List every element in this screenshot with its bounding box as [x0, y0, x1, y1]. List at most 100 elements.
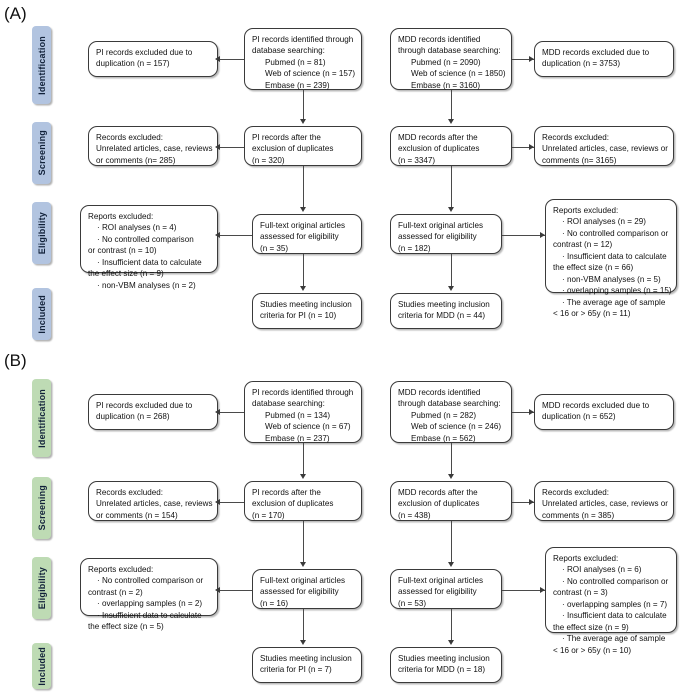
- box-text-line: contrast (n = 3): [553, 588, 608, 598]
- box-text-line: Reports excluded:: [88, 212, 154, 221]
- panel-a: (A) Identification Screening Eligibility…: [0, 0, 685, 345]
- box-text-line: · overlapping samples (n = 2): [97, 599, 203, 609]
- box-text-line: or contrast (n = 10): [88, 246, 157, 256]
- box-text-line: (n = 53): [398, 598, 427, 608]
- box-text-line: Unrelated articles, case, reviews: [96, 499, 213, 509]
- box-text-line: criteria for MDD (n = 44): [398, 311, 486, 321]
- box-pi-included-a: Studies meeting inclusion criteria for PI…: [252, 293, 362, 329]
- box-text-line: (n = 16): [260, 598, 289, 608]
- box-text-line: Unrelated articles, case, reviews: [96, 144, 213, 154]
- box-pi-fulltext-a: Full-text original articles assessed for …: [252, 214, 362, 254]
- box-text-line: exclusion of duplicates: [252, 499, 334, 509]
- box-text-line: · Insufficient data to calculate: [562, 611, 667, 621]
- box-text-line: duplication (n = 652): [542, 412, 616, 422]
- box-text-line: exclusion of duplicates: [398, 144, 480, 154]
- box-text-line: Embase (n = 562): [411, 433, 476, 443]
- box-text-line: PI records after the: [252, 133, 321, 142]
- box-text-line: Full-text original articles: [260, 221, 346, 230]
- box-text-line: · Insufficient data to calculate: [562, 251, 667, 261]
- stage-label: Screening: [36, 130, 47, 176]
- box-text-line: Reports excluded:: [88, 565, 154, 574]
- box-text-line: · overlapping samples (n = 15): [562, 286, 672, 296]
- box-text-line: MDD records excluded due to: [542, 48, 650, 57]
- box-mdd-after-duplicates-a: MDD records after the exclusion of duplic…: [390, 126, 512, 166]
- box-text-line: Records excluded:: [96, 488, 164, 497]
- box-pi-reports-excluded-a: Reports excluded:· ROI analyses (n = 4)·…: [80, 205, 218, 290]
- box-text-line: Web of science (n = 157): [265, 69, 356, 79]
- box-text-line: criteria for MDD (n = 18): [398, 665, 486, 675]
- box-mdd-reports-excluded-b: Reports excluded:· ROI analyses (n = 6)·…: [545, 547, 677, 655]
- panel-b-label: (B): [4, 351, 27, 370]
- box-text-line: or comments (n = 154): [96, 510, 178, 520]
- stage-screening-a: Screening: [32, 122, 51, 184]
- box-text-line: < 16 or > 65y (n = 10): [553, 645, 632, 655]
- box-text-line: MDD records identified: [398, 35, 481, 44]
- stage-label: Included: [36, 646, 47, 686]
- box-text-line: comments (n = 385): [542, 510, 615, 520]
- box-text-line: < 16 or > 65y (n = 11): [553, 309, 631, 319]
- stage-eligibility-a: Eligibility: [32, 202, 51, 264]
- box-text-line: (n = 438): [398, 510, 431, 520]
- box-text-line: Web of science (n = 1850): [411, 69, 506, 79]
- box-text-line: · No controlled comparison or: [562, 228, 669, 238]
- box-text-line: (n = 35): [260, 243, 289, 253]
- panel-a-label: (A): [4, 4, 27, 23]
- box-text-line: Unrelated articles, case, reviews or: [542, 499, 668, 509]
- stage-label: Identification: [36, 35, 47, 95]
- box-text-line: Embase (n = 239): [265, 80, 330, 90]
- box-text-line: Studies meeting inclusion: [260, 654, 352, 663]
- stage-label: Eligibility: [36, 566, 47, 610]
- box-text-line: Reports excluded:: [553, 206, 619, 215]
- box-text-line: · The average age of sample: [562, 634, 666, 644]
- box-text-line: or comments (n= 285): [96, 155, 176, 165]
- box-text-line: · No controlled comparison or: [562, 576, 669, 586]
- box-text-line: criteria for PI (n = 10): [260, 311, 337, 321]
- box-pi-records-excluded-a: Records excluded:Unrelated articles, cas…: [88, 126, 218, 166]
- stage-identification-a: Identification: [32, 26, 51, 104]
- box-text-line: · non-VBM analyses (n = 2): [97, 280, 196, 290]
- box-text-line: PI records excluded due to: [96, 401, 193, 410]
- box-text-line: criteria for PI (n = 7): [260, 665, 332, 675]
- box-text-line: · non-VBM analyses (n = 5): [562, 274, 661, 284]
- box-text-line: Embase (n = 3160): [411, 80, 481, 90]
- stage-label: Eligibility: [36, 211, 47, 255]
- box-pi-identified-a: PI records identified through database se…: [244, 28, 362, 90]
- box-text-line: duplication (n = 268): [96, 412, 170, 422]
- box-pi-reports-excluded-b: Reports excluded: · No controlled compari…: [80, 558, 218, 631]
- box-text-line: MDD records after the: [398, 133, 478, 142]
- box-text-line: · No controlled comparison or: [97, 576, 204, 586]
- box-text-line: Pubmed (n = 282): [411, 410, 477, 420]
- box-pi-included-b: Studies meeting inclusion criteria for PI…: [252, 647, 362, 683]
- box-text-line: database searching:: [252, 399, 325, 409]
- stage-screening-b: Screening: [32, 477, 51, 539]
- box-pi-records-excluded-b: Records excluded: Unrelated articles, cas…: [88, 481, 218, 521]
- box-text-line: assessed for eligibility: [260, 232, 339, 242]
- box-text-line: Web of science (n = 67): [265, 422, 351, 432]
- box-text-line: exclusion of duplicates: [398, 499, 480, 509]
- box-text-line: PI records identified through: [252, 35, 354, 44]
- box-text-line: Embase (n = 237): [265, 433, 330, 443]
- box-text-line: PI records excluded due to: [96, 48, 193, 57]
- box-mdd-records-excluded-b: Records excluded: Unrelated articles, cas…: [534, 481, 674, 521]
- box-text-line: through database searching:: [398, 46, 501, 56]
- box-text-line: Full-text original articles: [398, 576, 484, 585]
- box-text-line: Studies meeting inclusion: [260, 300, 352, 309]
- box-text-line: the effect size (n = 9): [88, 269, 164, 279]
- box-pi-excluded-duplication-b: PI records excluded due to duplication (n…: [88, 394, 218, 430]
- box-text-line: the effect size (n = 5): [88, 622, 164, 632]
- box-text-line: Pubmed (n = 2090): [411, 57, 481, 67]
- box-text-line: exclusion of duplicates: [252, 144, 334, 154]
- box-text-line: database searching:: [252, 46, 325, 56]
- box-text-line: Records excluded:: [542, 488, 610, 497]
- stage-eligibility-b: Eligibility: [32, 557, 51, 619]
- box-text-line: comments (n= 3165): [542, 155, 617, 165]
- box-text-line: Full-text original articles: [398, 221, 484, 230]
